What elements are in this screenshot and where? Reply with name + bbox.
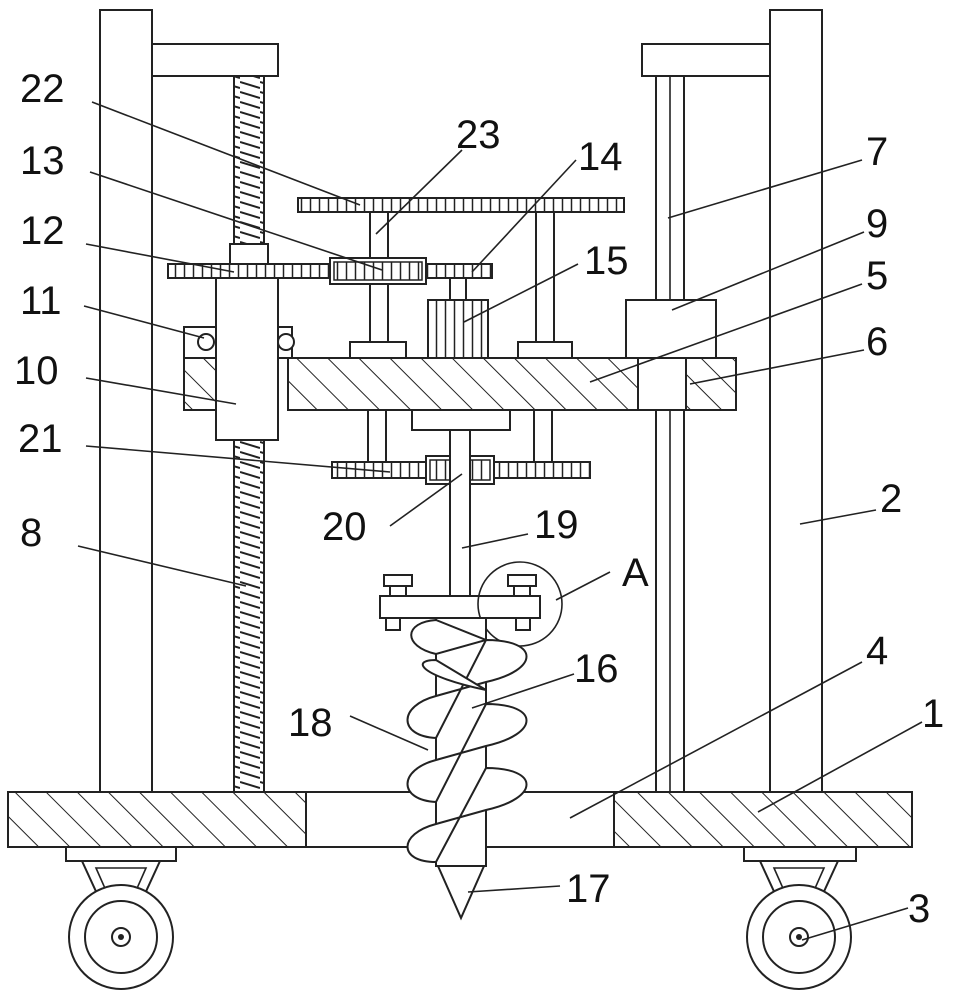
label-14: 14 xyxy=(578,135,623,179)
label-13: 13 xyxy=(20,139,65,183)
label-15: 15 xyxy=(584,239,629,283)
label-17: 17 xyxy=(566,867,611,911)
motor-box xyxy=(625,299,717,359)
label-4: 4 xyxy=(866,629,888,673)
label-5: 5 xyxy=(866,254,888,298)
right-wheel xyxy=(743,846,857,990)
left-post xyxy=(99,9,279,793)
right-post xyxy=(641,9,823,793)
label-16: 16 xyxy=(574,647,619,691)
leader-lines xyxy=(77,101,923,941)
top-gear xyxy=(297,197,625,213)
label-18: 18 xyxy=(288,701,333,745)
label-3: 3 xyxy=(908,887,930,931)
label-A: A xyxy=(622,551,649,595)
label-11: 11 xyxy=(20,279,62,323)
upper-shafts xyxy=(349,211,573,359)
label-1: 1 xyxy=(922,692,944,736)
part-labels: 22 23 13 14 7 12 9 15 5 11 6 10 21 2 20 … xyxy=(14,67,944,931)
label-23: 23 xyxy=(456,113,501,157)
label-21: 21 xyxy=(18,417,63,461)
label-22: 22 xyxy=(20,67,65,111)
label-20: 20 xyxy=(322,505,367,549)
left-wheel xyxy=(65,846,177,990)
drive-shaft xyxy=(449,429,471,599)
middle-gears xyxy=(167,257,493,285)
label-6: 6 xyxy=(866,320,888,364)
label-9: 9 xyxy=(866,202,888,246)
label-7: 7 xyxy=(866,130,888,174)
label-12: 12 xyxy=(20,209,65,253)
small-gear xyxy=(427,277,489,359)
guide-rod xyxy=(655,75,685,793)
label-2: 2 xyxy=(880,477,902,521)
label-8: 8 xyxy=(20,511,42,555)
label-19: 19 xyxy=(534,503,579,547)
label-10: 10 xyxy=(14,349,59,393)
